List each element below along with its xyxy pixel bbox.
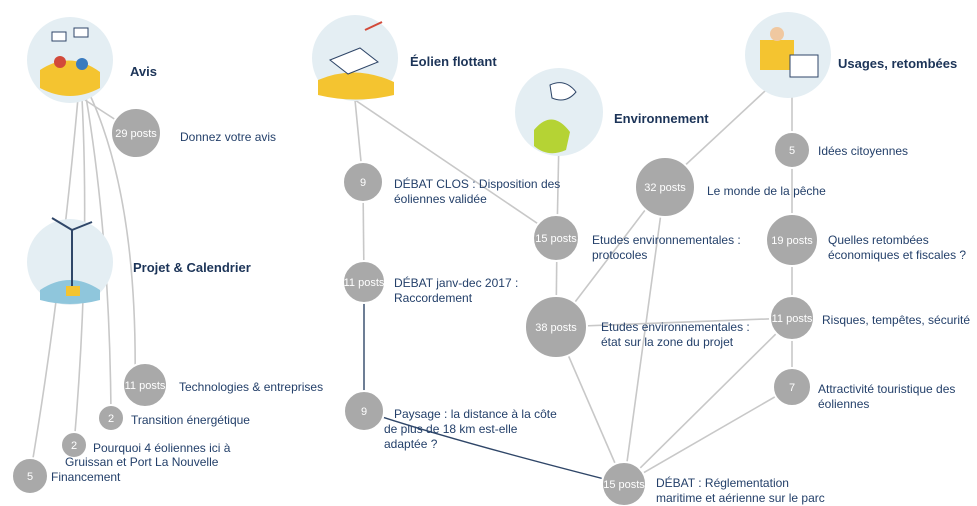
- topic-title-environnement[interactable]: Environnement: [614, 111, 709, 126]
- node-label: de plus de 18 km est-elle: [384, 422, 518, 436]
- node-label: Attractivité touristique des: [818, 382, 955, 396]
- topic-title-usages[interactable]: Usages, retombées: [838, 56, 957, 71]
- node-label: Etudes environnementales :: [592, 233, 741, 247]
- node-count: 11 posts: [125, 380, 166, 392]
- node-count: 15 posts: [603, 479, 645, 491]
- node-label: Gruissan et Port La Nouvelle: [65, 455, 219, 469]
- node-label: DÉBAT CLOS : Disposition des: [394, 176, 560, 191]
- node-label: Idées citoyennes: [818, 144, 908, 158]
- node-paysage[interactable]: 9 Paysage : la distance à la côte de plu…: [343, 390, 557, 451]
- node-label: Le monde de la pêche: [707, 184, 826, 198]
- node-debat-2017[interactable]: 11 posts DÉBAT janv-dec 2017 : Raccordem…: [342, 260, 518, 305]
- node-count: 11 posts: [344, 277, 385, 289]
- node-label: adaptée ?: [384, 437, 438, 451]
- node-label: Paysage : la distance à la côte: [394, 407, 557, 421]
- node-label: Quelles retombées: [828, 233, 929, 247]
- topic-title-avis[interactable]: Avis: [130, 64, 157, 79]
- node-count: 5: [27, 471, 33, 483]
- topic-title-projet[interactable]: Projet & Calendrier: [133, 260, 251, 275]
- node-label: Financement: [51, 470, 121, 484]
- projet-illustration: [27, 217, 113, 305]
- node-reglementation[interactable]: 15 posts DÉBAT : Réglementation maritime…: [601, 461, 825, 506]
- node-label: Donnez votre avis: [180, 130, 276, 144]
- topic-title-eolien[interactable]: Éolien flottant: [410, 54, 497, 69]
- node-etudes-protocoles[interactable]: 15 posts Etudes environnementales : prot…: [532, 214, 741, 262]
- node-technologies[interactable]: 11 posts Technologies & entreprises: [122, 362, 323, 408]
- eolien-illustration: [312, 15, 398, 101]
- node-label: DÉBAT : Réglementation: [656, 475, 789, 490]
- node-label: Pourquoi 4 éoliennes ici à: [93, 441, 231, 455]
- node-label: Technologies & entreprises: [179, 380, 323, 394]
- node-pourquoi[interactable]: 2 Pourquoi 4 éoliennes ici à Gruissan et…: [60, 431, 231, 469]
- node-label: Etudes environnementales :: [601, 320, 750, 334]
- node-retombees[interactable]: 19 posts Quelles retombées économiques e…: [765, 213, 966, 267]
- node-label: Raccordement: [394, 291, 473, 305]
- node-idees[interactable]: 5 Idées citoyennes: [773, 131, 908, 169]
- usages-illustration: [745, 12, 831, 98]
- node-count: 9: [360, 177, 366, 189]
- node-peche[interactable]: 32 posts Le monde de la pêche: [634, 156, 826, 218]
- node-etudes-etat[interactable]: 38 posts Etudes environnementales : état…: [524, 295, 750, 359]
- environnement-illustration: [515, 68, 603, 156]
- node-label: éoliennes: [818, 397, 869, 411]
- node-count: 9: [361, 406, 367, 418]
- node-count: 11 posts: [772, 313, 813, 325]
- node-count: 15 posts: [535, 233, 577, 245]
- node-count: 29 posts: [115, 128, 157, 140]
- node-count: 5: [789, 145, 795, 157]
- node-count: 32 posts: [644, 182, 686, 194]
- node-count: 2: [71, 440, 77, 452]
- node-count: 19 posts: [771, 235, 813, 247]
- avis-illustration: [27, 17, 113, 103]
- node-debat-clos[interactable]: 9 DÉBAT CLOS : Disposition des éoliennes…: [342, 161, 560, 206]
- node-attractivite[interactable]: 7 Attractivité touristique des éoliennes: [772, 367, 955, 411]
- node-label: protocoles: [592, 248, 647, 262]
- node-count: 2: [108, 413, 114, 425]
- node-label: Risques, tempêtes, sécurité: [822, 313, 970, 327]
- node-transition[interactable]: 2 Transition énergétique: [97, 404, 250, 432]
- node-label: éoliennes validée: [394, 192, 487, 206]
- node-financement[interactable]: 5 Financement: [11, 457, 121, 495]
- node-label: maritime et aérienne sur le parc: [656, 491, 825, 505]
- node-label: état sur la zone du projet: [601, 335, 734, 349]
- node-label: DÉBAT janv-dec 2017 :: [394, 275, 518, 290]
- node-count: 38 posts: [535, 322, 577, 334]
- node-label: économiques et fiscales ?: [828, 248, 966, 262]
- node-donnez-avis[interactable]: 29 posts Donnez votre avis: [110, 107, 276, 159]
- node-risques[interactable]: 11 posts Risques, tempêtes, sécurité: [769, 295, 970, 341]
- node-count: 7: [789, 382, 795, 394]
- node-label: Transition énergétique: [131, 413, 250, 427]
